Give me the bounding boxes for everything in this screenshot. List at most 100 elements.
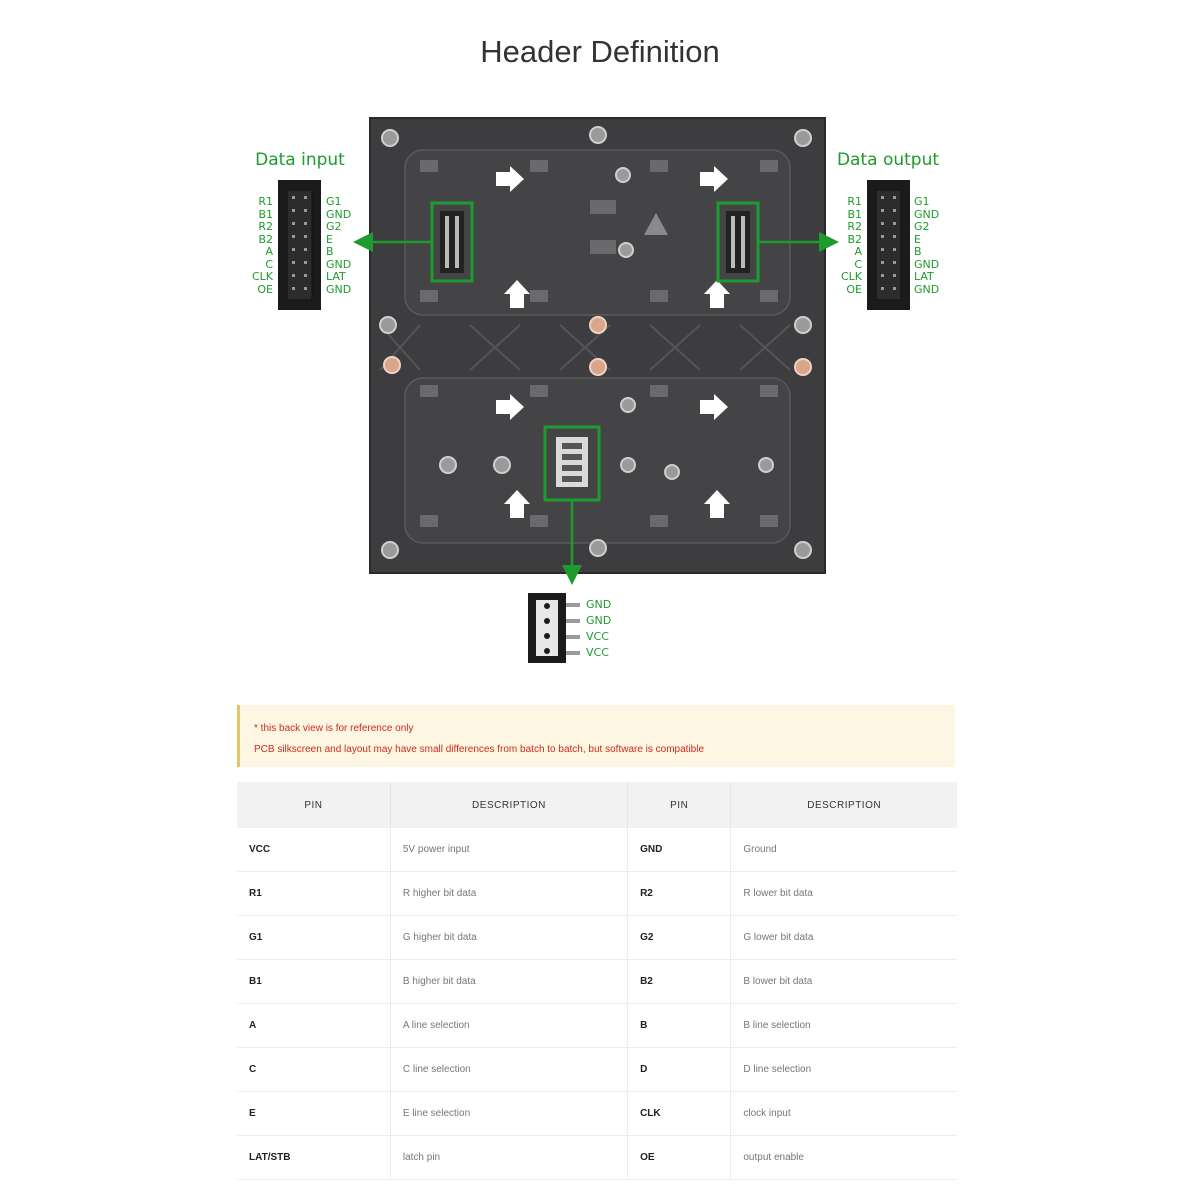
pin-cell: E [237,1091,391,1136]
description-cell: R lower bit data [730,871,957,916]
column-header: PIN [627,782,732,828]
table-row: R1 R higher bit data R2 R lower bit data [237,871,957,916]
column-header: DESCRIPTION [390,782,629,828]
note-line-2: PCB silkscreen and layout may have small… [254,744,705,755]
pin-label: B2 [847,233,862,246]
data-output-label: Data output [837,150,939,170]
pin-cell: GND [627,828,732,872]
pin-label: VCC [586,646,609,659]
description-cell: B line selection [730,1003,957,1048]
pin-label: OE [257,283,273,296]
pin-label: R2 [258,220,273,233]
pin-label: R1 [258,195,273,208]
description-cell: R higher bit data [390,871,629,916]
pin-label: LAT [326,270,346,283]
pin-label: B2 [258,233,273,246]
note-line-1: * this back view is for reference only [254,723,414,734]
led-panel-board [369,117,826,574]
table-row: B1 B higher bit data B2 B lower bit data [237,959,957,1004]
pin-label: GND [326,258,351,271]
power-connector [528,593,580,663]
pin-definition-table: PIN DESCRIPTION PIN DESCRIPTION VCC 5V p… [237,782,957,1180]
pin-cell: CLK [627,1091,732,1136]
pin-label: R1 [847,195,862,208]
description-cell: B lower bit data [730,959,957,1004]
pin-label: GND [586,598,611,611]
pin-label: CLK [841,270,863,283]
pin-label: LAT [914,270,934,283]
description-cell: G higher bit data [390,915,629,960]
pin-label: A [265,245,273,258]
data-input-left-pin-labels: R1 B1 R2 B2 A C CLK OE [252,195,274,296]
pin-label: B1 [258,208,273,221]
pin-cell: R1 [237,871,391,916]
pin-cell: B1 [237,959,391,1004]
table-row: G1 G higher bit data G2 G lower bit data [237,915,957,960]
data-output-connector [867,180,910,310]
description-cell: E line selection [390,1091,629,1136]
data-input-right-pin-labels: G1 GND G2 E B GND LAT GND [326,195,351,296]
table-row: VCC 5V power input GND Ground [237,828,957,872]
pin-label: B1 [847,208,862,221]
pin-cell: LAT/STB [237,1135,391,1180]
power-connector-on-board [543,425,601,502]
table-row: LAT/STB latch pin OE output enable [237,1135,957,1180]
data-output-left-pin-labels: R1 B1 R2 B2 A C CLK OE [841,195,863,296]
pin-label: G2 [326,220,342,233]
pin-cell: G1 [237,915,391,960]
pin-label: GND [914,208,939,221]
table-row: E E line selection CLK clock input [237,1091,957,1136]
pin-label: VCC [586,630,609,643]
pin-label: R2 [847,220,862,233]
pin-cell: G2 [627,915,732,960]
pin-label: G2 [914,220,930,233]
pin-cell: B [627,1003,732,1048]
description-cell: A line selection [390,1003,629,1048]
pin-label: OE [846,283,862,296]
pin-label: C [854,258,862,271]
description-cell: 5V power input [390,828,629,872]
pin-label: GND [326,283,351,296]
data-output-right-pin-labels: G1 GND G2 E B GND LAT GND [914,195,939,296]
pin-cell: OE [627,1135,732,1180]
pin-label: G1 [914,195,930,208]
pin-cell: B2 [627,959,732,1004]
pin-cell: VCC [237,828,391,872]
pin-cell: R2 [627,871,732,916]
table-row: A A line selection B B line selection [237,1003,957,1048]
pin-label: B [326,245,334,258]
data-input-connector [278,180,321,310]
header-diagram: Data input R1 B1 R2 B2 A C CLK OE G1 GND… [252,117,939,663]
reference-note: * this back view is for reference only P… [237,705,955,767]
pin-label: GND [914,283,939,296]
pin-label: GND [914,258,939,271]
pin-label: C [265,258,273,271]
description-cell: output enable [730,1135,957,1180]
pin-cell: C [237,1047,391,1092]
pin-label: A [854,245,862,258]
page-title: Header Definition [480,34,720,69]
power-pin-labels: GND GND VCC VCC [586,598,611,659]
pin-label: GND [326,208,351,221]
description-cell: latch pin [390,1135,629,1180]
description-cell: C line selection [390,1047,629,1092]
pin-label: GND [586,614,611,627]
pin-cell: A [237,1003,391,1048]
table-header-row: PIN DESCRIPTION PIN DESCRIPTION [237,782,957,828]
description-cell: Ground [730,828,957,872]
pin-label: E [914,233,921,246]
pin-label: E [326,233,333,246]
description-cell: D line selection [730,1047,957,1092]
column-header: PIN [237,782,391,828]
pin-label: CLK [252,270,274,283]
table-row: C C line selection D D line selection [237,1047,957,1092]
description-cell: B higher bit data [390,959,629,1004]
data-input-label: Data input [255,150,345,170]
pin-label: G1 [326,195,342,208]
pin-label: B [914,245,922,258]
pin-cell: D [627,1047,732,1092]
description-cell: G lower bit data [730,915,957,960]
input-header-on-board [430,201,474,283]
column-header: DESCRIPTION [730,782,957,828]
description-cell: clock input [730,1091,957,1136]
